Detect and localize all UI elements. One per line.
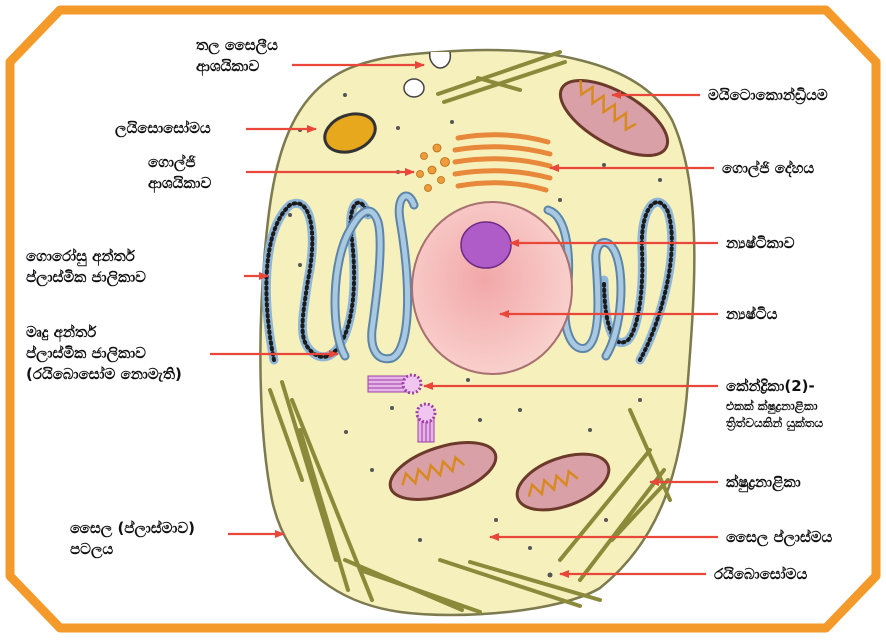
label-rough-er-line2: ප්ලාස්මික ජාලිකාව [26, 267, 146, 288]
label-smooth-er-line2: ප්ලාස්මික ජාලිකාව [26, 343, 182, 364]
label-pinocytotic-vesicle: තල සෛලීය ආශයිකාව [196, 35, 278, 77]
label-golgi-vesicles-line1: ගොල්ජි [148, 152, 211, 173]
label-ribosome-text: රයිබොසෝමය [714, 564, 807, 585]
centriole-horizontal [368, 375, 421, 393]
label-nucleolus: න්‍යෂ්ටිකාව [726, 233, 794, 254]
label-mitochondrion: මයිටොකොන්ඩ්‍රියම [708, 85, 828, 106]
label-golgi-vesicles-line2: ආශයිකාව [148, 173, 211, 194]
label-microtubules: ක්ෂුද්‍රනාළිකා [726, 472, 801, 493]
label-pinocytotic-vesicle-line1: තල සෛලීය [196, 35, 278, 56]
label-cytoplasm-text: සෛල ප්ලාස්මය [726, 527, 832, 548]
label-centrioles-note-line2: ත්‍රිත්වයකින් යුක්තය [726, 415, 823, 432]
label-cytoplasm: සෛල ප්ලාස්මය [726, 527, 832, 548]
label-golgi-vesicles: ගොල්ජි ආශයිකාව [148, 152, 211, 194]
label-centrioles: කේන්ද්‍රිකා(2)- [726, 376, 815, 397]
label-smooth-er: මෘදු අන්තර් ප්ලාස්මික ජාලිකාව (රයිබොසෝම … [26, 322, 182, 385]
label-rough-er: ගොරෝසු අන්තර් ප්ලාස්මික ජාලිකාව [26, 246, 146, 288]
label-lysosome: ලයිසොසෝමය [115, 118, 211, 139]
label-mitochondrion-text: මයිටොකොන්ඩ්‍රියම [708, 85, 828, 106]
label-nucleus-text: න්‍යෂ්ටිය [726, 304, 777, 325]
label-pinocytotic-vesicle-line2: ආශයිකාව [196, 56, 278, 77]
label-cell-membrane: සෛල (ප්ලාස්මාව) පටලය [70, 518, 195, 560]
label-cell-membrane-line1: සෛල (ප්ලාස්මාව) [70, 518, 195, 539]
label-golgi-body: ගොල්ජි දේහය [722, 158, 814, 179]
label-smooth-er-line3: (රයිබොසෝම නොමැති) [26, 364, 182, 385]
label-nucleolus-text: න්‍යෂ්ටිකාව [726, 233, 794, 254]
label-centrioles-text: කේන්ද්‍රිකා(2)- [726, 376, 815, 397]
label-cell-membrane-line2: පටලය [70, 539, 195, 560]
centriole-vertical [417, 404, 435, 442]
nucleolus [461, 222, 511, 268]
label-lysosome-text: ලයිසොසෝමය [115, 118, 211, 139]
label-golgi-body-text: ගොල්ජි දේහය [722, 158, 814, 179]
label-ribosome: රයිබොසෝමය [714, 564, 807, 585]
label-nucleus: න්‍යෂ්ටිය [726, 304, 777, 325]
label-rough-er-line1: ගොරෝසු අන්තර් [26, 246, 146, 267]
label-smooth-er-line1: මෘදු අන්තර් [26, 322, 182, 343]
label-microtubules-text: ක්ෂුද්‍රනාළිකා [726, 472, 801, 493]
label-centrioles-note-line1: එකක් ක්ෂුද්‍රනාළිකා [726, 398, 823, 415]
label-centrioles-note: එකක් ක්ෂුද්‍රනාළිකා ත්‍රිත්වයකින් යුක්තය [726, 398, 823, 432]
